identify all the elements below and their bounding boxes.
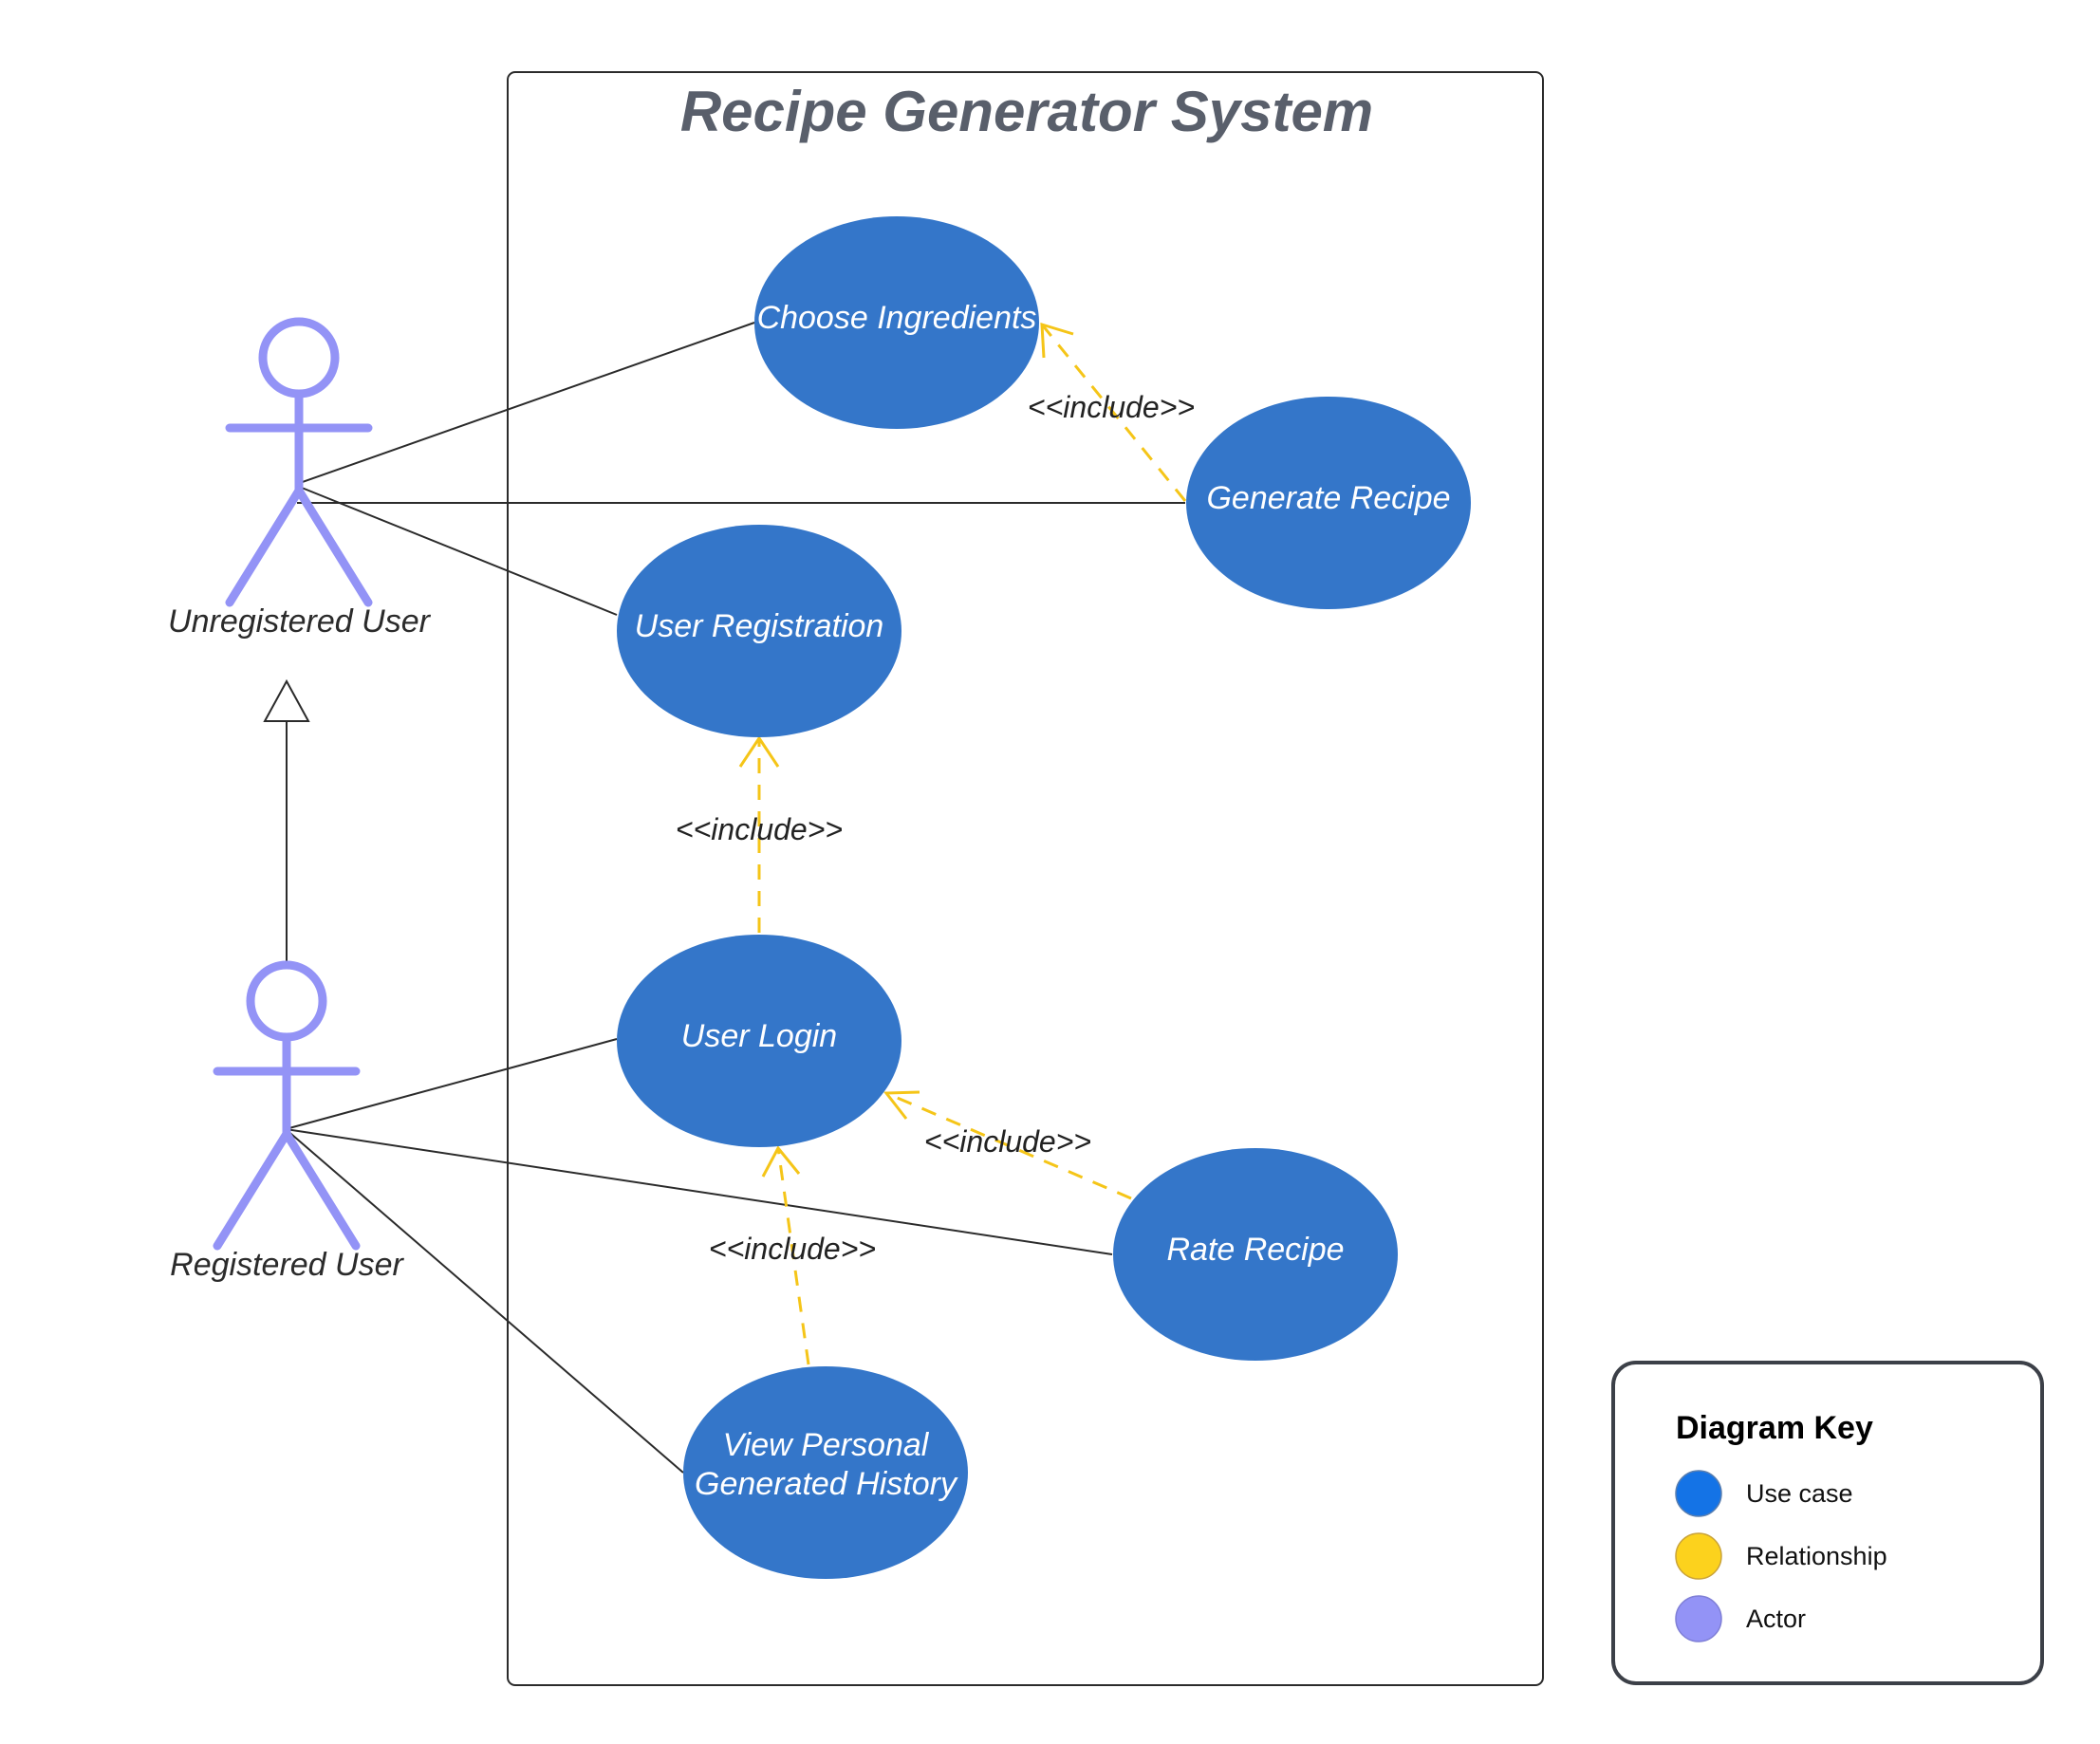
use-case-rate-recipe[interactable]: Rate Recipe [1113,1148,1398,1361]
use-case-generate-recipe[interactable]: Generate Recipe [1186,397,1471,609]
use-case-shape [1113,1148,1398,1361]
include-arrowhead-login-from-rate [883,1090,920,1120]
actor-label: Registered User [170,1247,404,1283]
use-case-label-line2: Generated History [695,1466,958,1502]
actor-unregistered-user[interactable]: Unregistered User [168,317,432,640]
generalization-arrowhead [263,678,310,722]
use-case-label: Rate Recipe [1166,1232,1344,1268]
system-title: Recipe Generator System [680,80,1373,143]
use-case-user-registration[interactable]: User Registration [617,525,901,737]
include-label-rate-login: <<include>> [924,1124,1091,1159]
include-arrowhead-registration [738,735,780,768]
actor-left-leg [225,486,304,607]
actor-left-leg [213,1129,291,1251]
association-unregistered-choose-ingredients [296,322,755,485]
key-label-use-case: Use case [1746,1479,1853,1508]
key-label-relationship: Relationship [1746,1542,1887,1570]
include-label-history-login: <<include>> [709,1232,876,1266]
use-case-label: Choose Ingredients [757,300,1037,336]
actor-head [246,960,327,1042]
association-unregistered-user-registration [296,485,618,616]
include-arrowhead-login-from-history [761,1145,801,1178]
use-case-shape [754,216,1039,429]
actor-registered-user[interactable]: Registered User [170,960,405,1283]
key-label-actor: Actor [1746,1605,1806,1633]
include-line-generate-to-choose [1040,324,1187,502]
actor-head [258,317,340,399]
association-registered-rate-recipe [285,1128,1113,1255]
use-case-shape [617,935,901,1147]
include-label-generate-choose: <<include>> [1028,390,1195,424]
use-case-label-line1: View Personal [723,1427,930,1463]
association-registered-user-login [285,1038,618,1130]
key-swatch-relationship [1675,1532,1722,1580]
use-case-label: User Registration [635,608,884,644]
key-frame [1611,1361,2044,1685]
diagram-key: Diagram Key Use case Relationship Actor [1611,1361,2044,1685]
include-arrowhead-choose [1040,322,1074,359]
use-case-choose-ingredients[interactable]: Choose Ingredients [754,216,1039,429]
association-registered-view-history [285,1128,684,1474]
key-swatch-use-case [1675,1470,1722,1517]
actor-right-leg [294,486,373,607]
include-line-history-to-login [776,1147,810,1365]
include-label-login-registration: <<include>> [676,812,843,846]
actor-label: Unregistered User [168,603,432,640]
use-case-label: User Login [681,1018,837,1054]
use-case-shape [683,1366,968,1579]
key-swatch-actor [1675,1595,1722,1642]
use-case-label: Generate Recipe [1206,480,1450,516]
system-boundary [507,71,1544,1686]
use-case-shape [1186,397,1471,609]
include-line-rate-to-login [885,1091,1132,1200]
use-case-view-personal-generated-history[interactable]: View Personal Generated History [683,1366,968,1579]
key-title: Diagram Key [1676,1410,1873,1446]
actor-right-leg [282,1129,361,1251]
use-case-shape [617,525,901,737]
use-case-user-login[interactable]: User Login [617,935,901,1147]
